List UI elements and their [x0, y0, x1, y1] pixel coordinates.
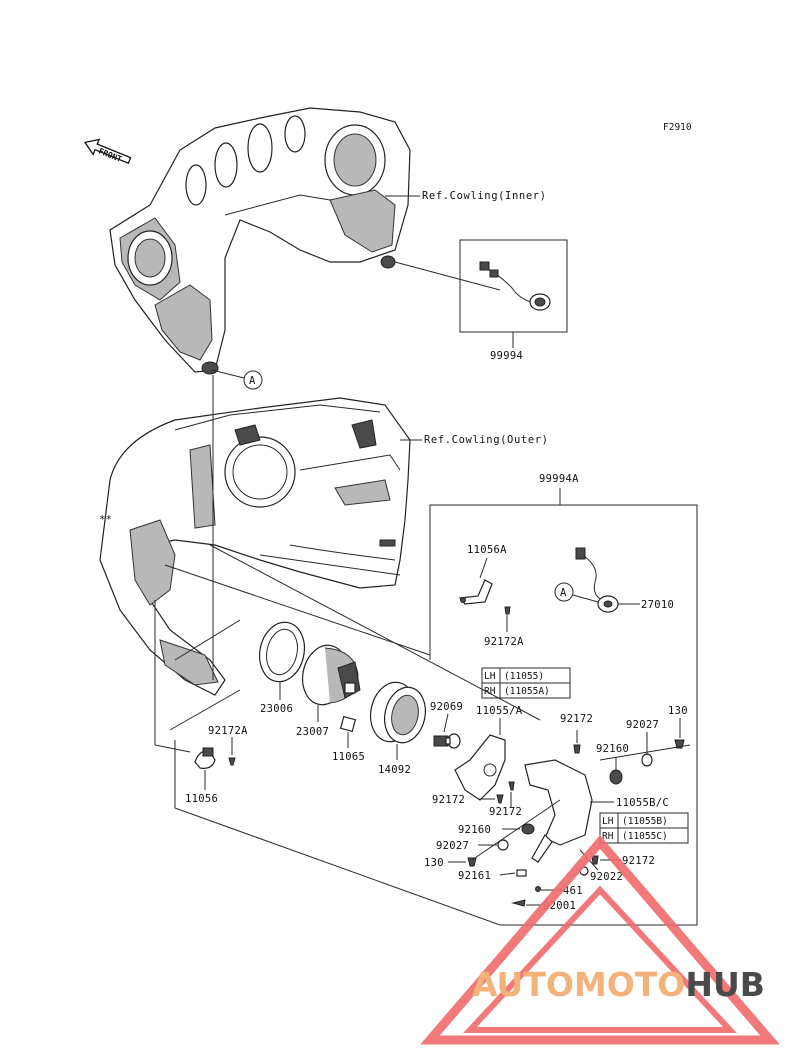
nut-92160-r-icon	[609, 769, 623, 785]
part-label-92172a-top: 92172A	[484, 636, 524, 648]
part-label-92172-r: 92172	[560, 713, 593, 725]
nut-92160-l-icon	[521, 823, 535, 835]
grommet-92161-icon	[516, 869, 527, 877]
part-label-23007: 23007	[296, 726, 329, 738]
side-table-11055: LH (11055) RH (11055A)	[481, 667, 571, 699]
watermark-text-automoto: AUTOMOTO	[472, 965, 685, 1004]
part-label-92027-l: 92027	[436, 840, 469, 852]
asterisk-marks: **	[99, 514, 112, 526]
part-label-92172-b: 92172	[622, 855, 655, 867]
table1-lh: LH	[484, 671, 496, 682]
part-label-92161: 92161	[458, 870, 491, 882]
ref-cowling-inner: Ref.Cowling(Inner)	[422, 190, 547, 202]
outer-cowling	[99, 397, 411, 696]
part-label-11056: 11056	[185, 793, 218, 805]
ref-cowling-outer: Ref.Cowling(Outer)	[424, 434, 549, 446]
lamp-housing-icon	[369, 681, 427, 744]
bracket-11055-icon	[454, 734, 506, 801]
bolt-130-l-icon	[467, 857, 477, 867]
figure-id: F2910	[663, 122, 692, 133]
watermark-logo: AUTOMOTOHUB	[420, 835, 780, 1045]
part-label-130-r: 130	[668, 705, 688, 717]
bracket-11056-icon	[194, 747, 216, 769]
callout-a-upper-label: A	[249, 375, 256, 387]
part-label-11055a: 11055/A	[476, 705, 523, 717]
part-label-92069: 92069	[430, 701, 463, 713]
part-label-92172a-left: 92172A	[208, 725, 248, 737]
washer-92027-l-icon	[497, 839, 509, 851]
part-label-11056a: 11056A	[467, 544, 507, 556]
inner-cowling	[109, 107, 411, 375]
svg-text:AUTOMOTOHUB: AUTOMOTOHUB	[472, 965, 765, 1004]
washer-92027-r-icon	[641, 753, 653, 767]
cap-11065-icon	[339, 715, 357, 733]
part-label-14092: 14092	[378, 764, 411, 776]
callout-a-lower	[554, 582, 574, 602]
part-label-92160-r: 92160	[596, 743, 629, 755]
watermark-text-hub: HUB	[685, 965, 765, 1004]
callout-a-lower-label: A	[560, 587, 567, 599]
sub-harness-icon	[575, 547, 619, 613]
table1-rh-part: (11055A)	[504, 686, 550, 697]
part-label-23006: 23006	[260, 703, 293, 715]
part-label-92022: 92022	[590, 871, 623, 883]
table2-lh: LH	[602, 816, 614, 827]
table2-rh-part: (11055C)	[622, 831, 668, 842]
side-table-11055b: LH (11055B) RH (11055C)	[599, 812, 689, 844]
part-label-92160-l: 92160	[458, 824, 491, 836]
bracket-11055bc-icon	[524, 759, 593, 846]
part-label-11055bc: 11055B/C	[616, 797, 669, 809]
table2-rh: RH	[602, 831, 614, 842]
part-label-92172-l1: 92172	[432, 794, 465, 806]
bulb-icon	[433, 733, 461, 749]
part-label-99994a: 99994A	[539, 473, 579, 485]
front-arrow-icon: FRONT	[83, 138, 132, 165]
part-label-130-l: 130	[424, 857, 444, 869]
rim-ring-icon	[258, 621, 306, 683]
part-label-99994: 99994	[490, 350, 523, 362]
table1-rh: RH	[484, 686, 496, 697]
part-label-27010: 27010	[641, 599, 674, 611]
part-label-92172-l2: 92172	[489, 806, 522, 818]
part-label-11065: 11065	[332, 751, 365, 763]
bracket-11056a-icon	[458, 579, 493, 605]
table2-lh-part: (11055B)	[622, 816, 668, 827]
switch-kit-box	[459, 239, 568, 333]
part-label-461: 461	[563, 885, 583, 897]
callout-a-upper	[243, 370, 263, 390]
part-label-92027-r: 92027	[626, 719, 659, 731]
switch-harness-icon	[479, 261, 551, 311]
lamp-unit-icon	[301, 644, 361, 706]
table1-lh-part: (11055)	[504, 671, 544, 682]
